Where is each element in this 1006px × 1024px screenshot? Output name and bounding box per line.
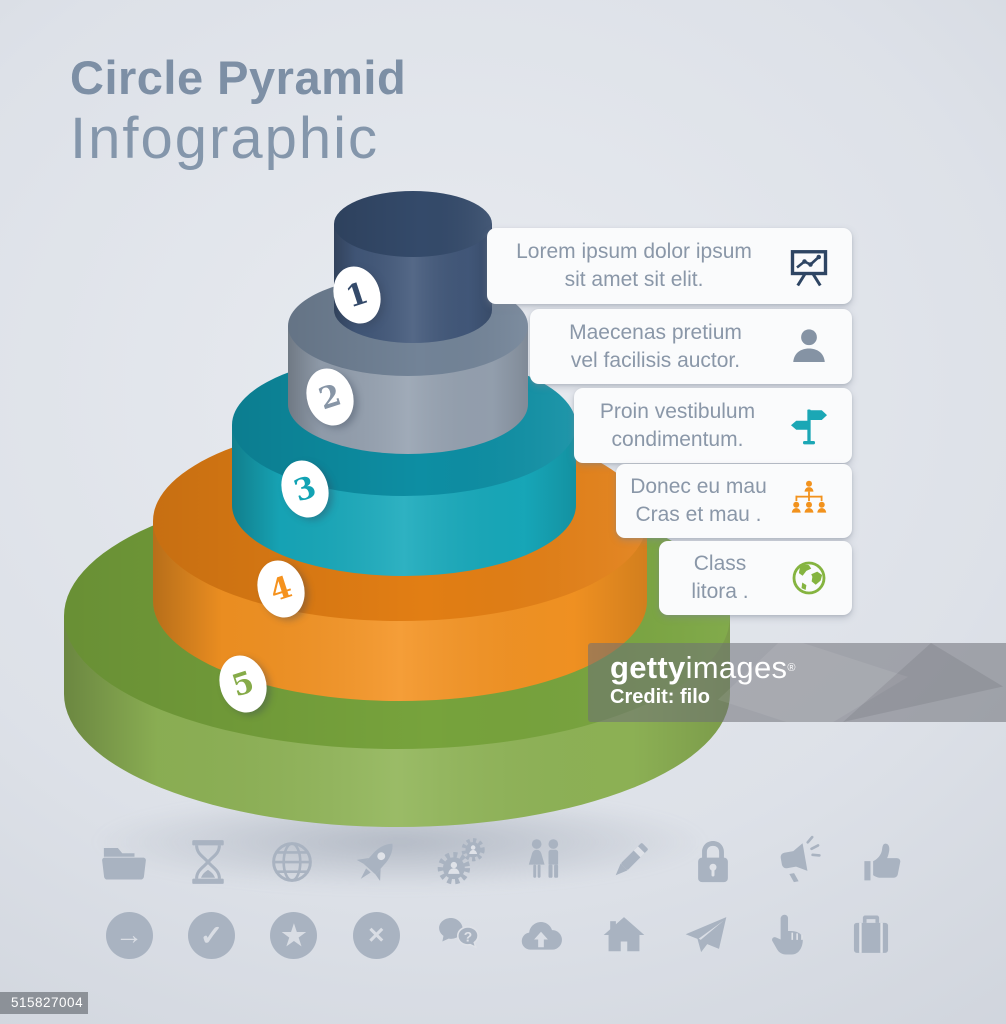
hourglass-icon (179, 832, 237, 892)
card-label: Donec eu mau Cras et mau . (616, 473, 781, 528)
check-circle-icon: ✓ (182, 905, 240, 965)
title-line-1: Circle Pyramid (70, 51, 407, 104)
watermark-brand: gettyimages® (610, 652, 1006, 684)
arrow-right-circle-icon: → (100, 905, 158, 965)
tier-number: 1 (341, 275, 373, 315)
image-id-label: 515827004 (0, 992, 88, 1014)
card-label-line-2: litora . (691, 580, 749, 603)
watermark: gettyimages® Credit: filo (588, 643, 1006, 722)
icon-row-2: → ✓ ★ × ? (100, 905, 900, 963)
person-icon (781, 323, 837, 371)
card-label: Lorem ipsum dolor ipsum sit amet sit eli… (487, 238, 781, 293)
label-card-5: Class litora . (659, 541, 852, 615)
card-label-line-1: Proin vestibulum (599, 399, 756, 423)
title-line-2: Infographic (70, 106, 379, 171)
label-card-1: Lorem ipsum dolor ipsum sit amet sit eli… (487, 228, 852, 304)
label-card-4: Donec eu mau Cras et mau . (616, 464, 852, 538)
gears-users-icon (431, 832, 489, 892)
star-glyph: ★ (281, 919, 307, 951)
couple-icon (516, 832, 574, 892)
megaphone-icon (768, 832, 826, 892)
watermark-brand-regular: images (685, 650, 788, 685)
icon-row-1 (95, 832, 910, 894)
tier-number: 4 (265, 569, 297, 609)
card-label: Proin vestibulum condimentum. (574, 398, 781, 453)
tier-number: 5 (227, 664, 259, 704)
check-glyph: ✓ (199, 919, 224, 951)
card-label-line-1: Maecenas pretium (569, 320, 742, 344)
globe-icon (781, 554, 837, 602)
page-title: Circle Pyramid Infographic (70, 50, 406, 172)
question-chat-icon: ? (430, 905, 488, 965)
cloud-upload-icon (512, 905, 570, 965)
rocket-icon (347, 832, 405, 892)
card-label-line-2: Cras et mau . (635, 503, 762, 526)
card-label-line-2: vel facilisis auctor. (570, 348, 741, 372)
card-label: Maecenas pretium vel facilisis auctor. (530, 319, 781, 374)
signpost-icon (781, 402, 837, 450)
card-label-line-2: condimentum. (611, 427, 744, 451)
card-label: Class litora . (659, 550, 781, 605)
thumbs-up-icon (852, 832, 910, 892)
folder-icon (95, 832, 153, 892)
tier-number: 3 (289, 469, 321, 509)
org-chart-icon (781, 477, 837, 525)
registered-mark: ® (787, 662, 796, 674)
tier-number: 2 (314, 377, 346, 417)
close-circle-icon: × (347, 905, 405, 965)
label-card-3: Proin vestibulum condimentum. (574, 388, 852, 463)
label-card-2: Maecenas pretium vel facilisis auctor. (530, 309, 852, 384)
briefcase-icon (842, 905, 900, 965)
star-circle-icon: ★ (265, 905, 323, 965)
presentation-chart-icon (781, 242, 837, 290)
card-label-line-1: Class (693, 552, 747, 576)
padlock-icon (684, 832, 742, 892)
card-label-line-2: sit amet sit elit. (564, 268, 704, 291)
watermark-brand-bold: getty (610, 650, 686, 685)
pencil-icon (600, 832, 658, 892)
close-glyph: × (368, 919, 385, 950)
card-label-line-1: Lorem ipsum dolor ipsum (516, 240, 752, 264)
watermark-credit: Credit: filo (610, 686, 710, 708)
paper-plane-icon (677, 905, 735, 965)
home-icon (595, 905, 653, 965)
card-label-line-1: Donec eu mau (630, 475, 767, 499)
svg-text:?: ? (463, 929, 471, 945)
globe-wireframe-icon (263, 832, 321, 892)
hand-cursor-icon (760, 905, 818, 965)
arrow-glyph: → (115, 919, 143, 950)
